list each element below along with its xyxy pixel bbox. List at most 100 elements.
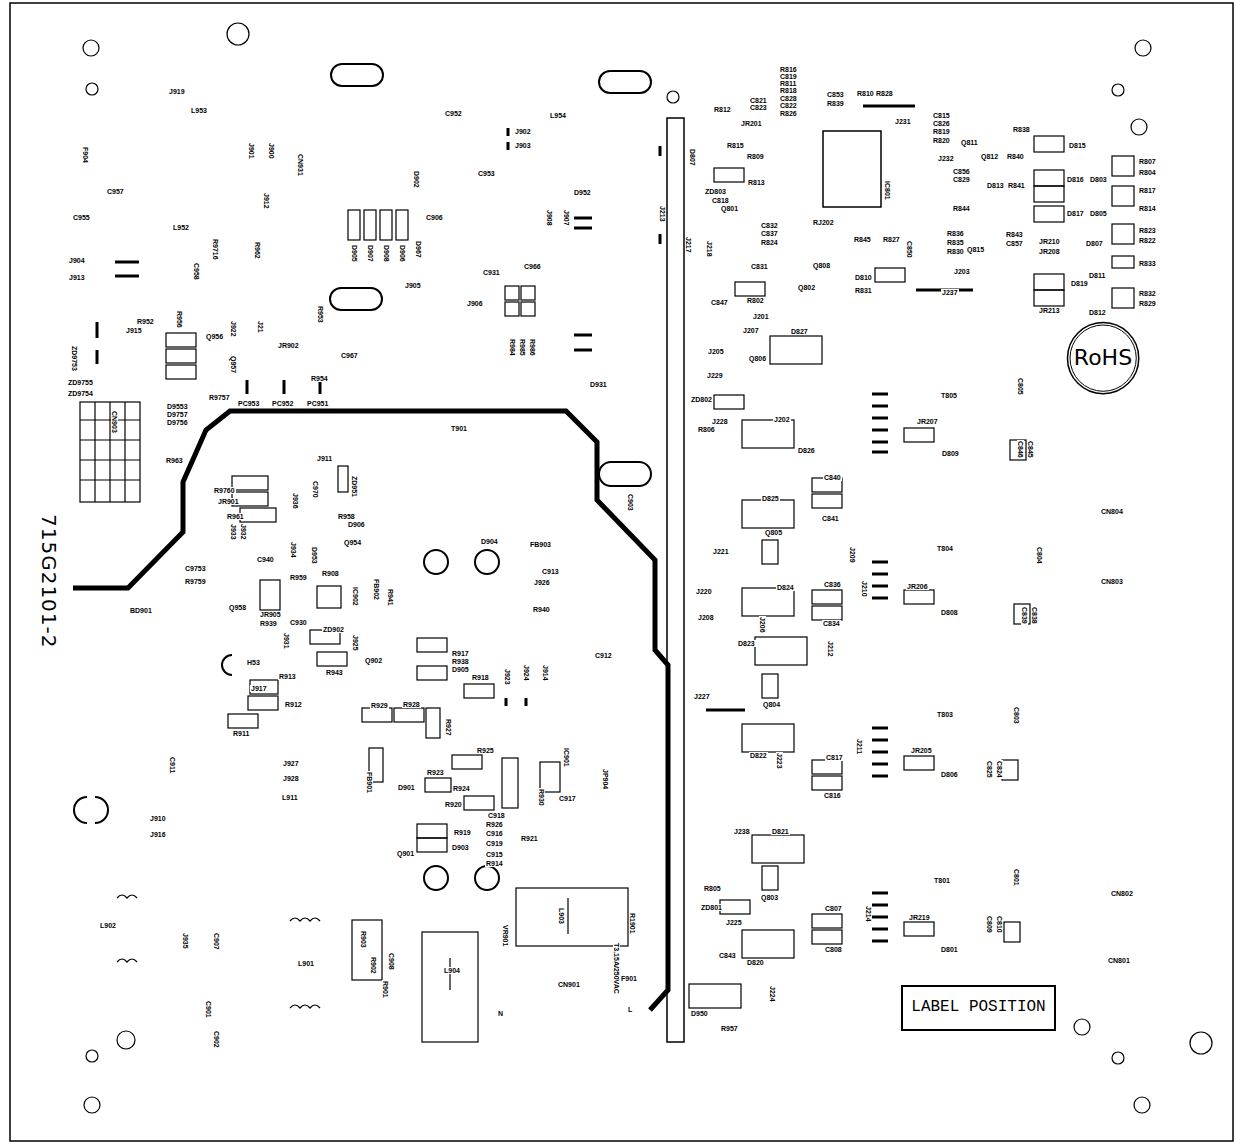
ref-designator: C917 bbox=[558, 795, 577, 802]
ref-designator: J225 bbox=[725, 919, 743, 926]
ref-designator: R9759 bbox=[184, 578, 207, 585]
ref-designator: ZD951 bbox=[351, 475, 358, 498]
ref-designator: Q958 bbox=[228, 604, 247, 611]
ref-designator: C918 bbox=[487, 812, 506, 819]
ref-designator: C840 bbox=[823, 474, 842, 481]
ref-designator: R841 bbox=[1007, 182, 1026, 189]
ref-designator: R913 bbox=[278, 673, 297, 680]
ref-designator: Q801 bbox=[720, 205, 739, 212]
ref-designator: R818 bbox=[779, 87, 798, 94]
ref-designator: R901 bbox=[382, 980, 389, 999]
ref-designator: J221 bbox=[712, 548, 730, 555]
ref-designator: R941 bbox=[387, 588, 394, 607]
ref-designator: R9716 bbox=[212, 238, 219, 261]
ref-designator: D905 bbox=[451, 666, 470, 673]
ref-designator: J903 bbox=[514, 142, 532, 149]
ref-designator: L952 bbox=[172, 224, 190, 231]
ref-designator: R954 bbox=[310, 375, 329, 382]
ref-designator: J934 bbox=[290, 541, 297, 559]
ref-designator: R952 bbox=[136, 318, 155, 325]
ref-designator: Q954 bbox=[343, 539, 362, 546]
ref-designator: C828 bbox=[779, 95, 798, 102]
ref-designator: D931 bbox=[589, 381, 608, 388]
ref-designator: R930 bbox=[538, 788, 545, 807]
ref-designator: JR213 bbox=[1038, 307, 1061, 314]
ref-designator: J913 bbox=[68, 274, 86, 281]
ref-designator: C952 bbox=[444, 110, 463, 117]
ref-designator: ZD801 bbox=[700, 904, 723, 911]
ref-designator: J906 bbox=[466, 300, 484, 307]
ref-designator: C804 bbox=[1036, 546, 1043, 565]
ref-designator: R984 bbox=[509, 338, 516, 357]
ref-designator: J214 bbox=[865, 905, 872, 923]
ref-designator: T3.15A/250VAC bbox=[613, 942, 620, 995]
ref-designator: C801 bbox=[1013, 868, 1020, 887]
ref-designator: C823 bbox=[749, 104, 768, 111]
ref-designator: L bbox=[627, 1006, 633, 1013]
ref-designator: J210 bbox=[861, 580, 868, 598]
ref-designator: J910 bbox=[149, 815, 167, 822]
ref-designator: Q957 bbox=[230, 355, 237, 374]
ref-designator: F904 bbox=[82, 146, 89, 164]
label-position-box: LABEL POSITION bbox=[901, 985, 1056, 1031]
ref-designator: D827 bbox=[790, 328, 809, 335]
ref-designator: R829 bbox=[1138, 300, 1157, 307]
node-text: LABEL POSITION bbox=[911, 999, 1045, 1017]
ref-designator: R912 bbox=[284, 701, 303, 708]
ref-designator: R813 bbox=[747, 179, 766, 186]
ref-designator: JP904 bbox=[602, 768, 609, 790]
ref-designator: T801 bbox=[933, 877, 951, 884]
ref-designator: J911 bbox=[316, 455, 333, 462]
ref-designator: D820 bbox=[746, 959, 765, 966]
ref-designator: C837 bbox=[760, 230, 779, 237]
ref-designator: JR902 bbox=[277, 342, 300, 349]
ref-designator: C832 bbox=[760, 222, 779, 229]
ref-designator: JR905 bbox=[259, 611, 282, 618]
ref-designator: BD901 bbox=[129, 607, 153, 614]
ref-designator: R908 bbox=[321, 570, 340, 577]
ref-designator: C843 bbox=[718, 952, 737, 959]
ref-designator: C903 bbox=[627, 493, 634, 512]
ref-designator: ZD9753 bbox=[71, 345, 78, 372]
ref-designator: J927 bbox=[282, 760, 300, 767]
ref-designator: D801 bbox=[940, 946, 959, 953]
ref-designator: R835 bbox=[946, 239, 965, 246]
ref-designator: Q805 bbox=[764, 529, 783, 536]
ref-designator: R939 bbox=[259, 620, 278, 627]
ref-designator: J912 bbox=[263, 192, 270, 210]
ref-designator: JR219 bbox=[908, 914, 931, 921]
ref-designator: C856 bbox=[952, 168, 971, 175]
ref-designator: R805 bbox=[703, 885, 722, 892]
ref-designator: J213 bbox=[659, 205, 666, 223]
ref-designator: J211 bbox=[856, 738, 863, 755]
ref-designator: R840 bbox=[1006, 153, 1025, 160]
ref-designator: J227 bbox=[693, 693, 711, 700]
ref-designator: JR201 bbox=[740, 120, 763, 127]
ref-designator: Q806 bbox=[748, 355, 767, 362]
ref-designator: L903 bbox=[558, 907, 565, 925]
ref-designator: R956 bbox=[176, 310, 183, 329]
ref-designator: J208 bbox=[697, 614, 715, 621]
ref-designator: R836 bbox=[946, 230, 965, 237]
ref-designator: R819 bbox=[932, 128, 951, 135]
ref-designator: CN803 bbox=[1100, 578, 1124, 585]
ref-designator: VR901 bbox=[502, 924, 509, 947]
ref-designator: C816 bbox=[823, 792, 842, 799]
ref-designator: JR210 bbox=[1038, 238, 1061, 245]
ref-designator: R914 bbox=[485, 860, 504, 867]
ref-designator: J904 bbox=[68, 257, 86, 264]
ref-designator: C831 bbox=[750, 263, 769, 270]
ref-designator: Q812 bbox=[980, 153, 999, 160]
ref-designator: R926 bbox=[485, 821, 504, 828]
ref-designator: R925 bbox=[476, 747, 495, 754]
ref-designator: R832 bbox=[1138, 290, 1157, 297]
ref-designator: R962 bbox=[254, 241, 261, 260]
ref-designator: CN903 bbox=[111, 410, 118, 434]
ref-designator: C911 bbox=[169, 756, 176, 774]
ref-designator: ZD902 bbox=[322, 626, 345, 633]
ref-designator: J218 bbox=[706, 240, 713, 258]
ref-designator: D815 bbox=[1068, 142, 1087, 149]
ref-designator: J201 bbox=[752, 313, 770, 320]
ref-designator: D813 bbox=[986, 182, 1005, 189]
ref-designator: T803 bbox=[936, 711, 954, 718]
